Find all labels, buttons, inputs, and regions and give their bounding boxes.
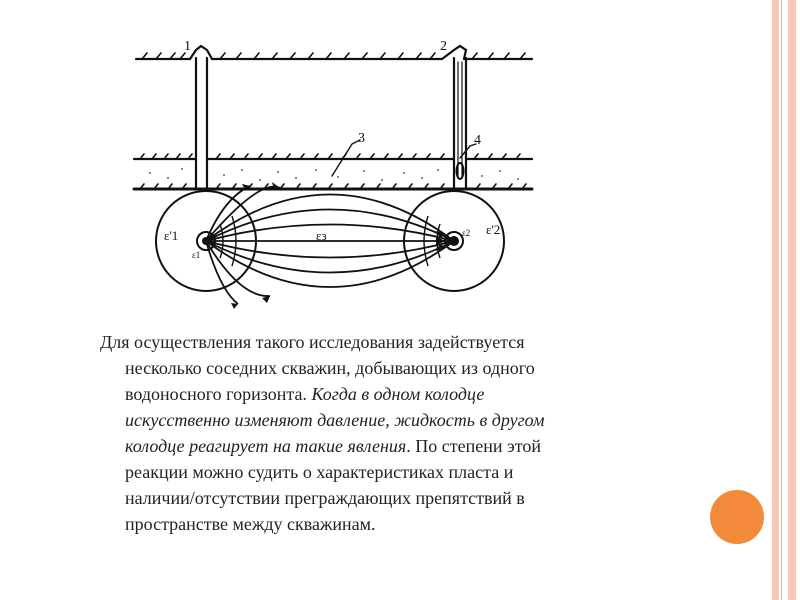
text-line-7: наличии/отсутствии преграждающих препятс… <box>125 488 525 508</box>
well-interference-diagram: 1 2 3 4 ε'1 ε1 εз ε'2 ε2 <box>132 39 534 309</box>
arrowhead <box>242 184 250 191</box>
zone-label-inner-right: ε2 <box>462 228 470 238</box>
zone-label-inner-left: ε1 <box>192 250 200 260</box>
frame-line <box>781 0 782 600</box>
well-1-casing <box>194 56 209 190</box>
arrowhead <box>436 237 446 245</box>
text-line-5: колодце реагирует на такие явления. По с… <box>125 436 541 456</box>
arrowhead <box>231 303 238 309</box>
well-2-casing <box>452 56 468 190</box>
flow-lines <box>205 185 455 305</box>
well-2-label: 2 <box>440 39 447 54</box>
well-1-label: 1 <box>184 39 191 54</box>
gauge-4-leader <box>459 143 477 159</box>
frame-strip-outer <box>788 0 796 600</box>
zone-label-outer-right: ε'2 <box>486 222 500 237</box>
frame-strip-inner <box>772 0 779 600</box>
ground-hatching <box>141 52 526 60</box>
arrowhead <box>272 182 280 189</box>
label-3-leader <box>331 139 361 177</box>
well-1-center <box>202 237 210 245</box>
aquifer-sand <box>149 168 519 181</box>
text-line-1: Для осуществления такого исследования за… <box>100 332 525 352</box>
zone-label-outer-left: ε'1 <box>164 228 178 243</box>
arrowhead <box>436 231 446 238</box>
well-1-head <box>188 44 214 61</box>
arrowhead <box>262 296 270 303</box>
well-2-head <box>440 44 468 61</box>
text-line-2: несколько соседних скважин, добывающих и… <box>125 358 535 378</box>
arrowhead <box>436 244 446 251</box>
well-2-inner <box>457 61 463 179</box>
zone-label-middle: εз <box>316 228 327 243</box>
gauge-label: 4 <box>474 133 481 148</box>
description-text: Для осуществления такого исследования за… <box>98 329 678 537</box>
gauge-4 <box>455 162 465 180</box>
text-line-3: водоносного горизонта. Когда в одном кол… <box>125 384 485 404</box>
decorative-circle <box>710 490 764 544</box>
text-line-6: реакции можно судить о характеристиках п… <box>125 462 514 482</box>
layer-label: 3 <box>358 131 365 146</box>
text-line-8: пространстве между скважинам. <box>125 514 376 534</box>
well-2-center <box>449 236 459 246</box>
text-line-4: искусственно изменяют давление, жидкость… <box>125 410 545 430</box>
